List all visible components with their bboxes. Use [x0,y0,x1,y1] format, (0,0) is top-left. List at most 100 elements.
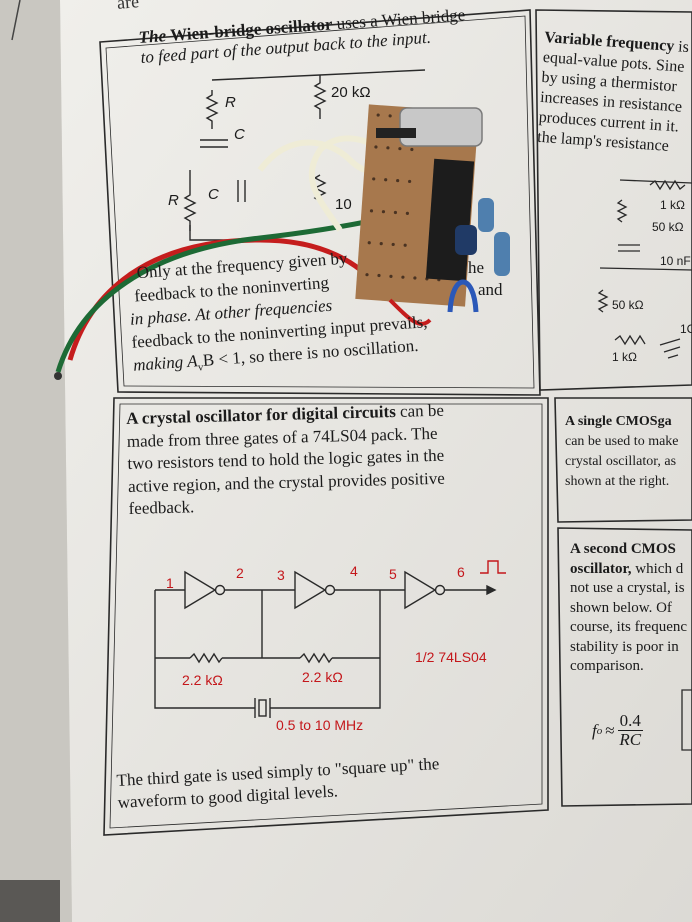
page-top-fragment: are [116,0,140,13]
single-cmos-title: A single CMOS [565,414,658,429]
pin-2: 2 [236,565,244,581]
formula-numerator: 0.4 [617,711,643,731]
wien-r-label: R [225,94,236,111]
resistor-r1 [189,652,223,664]
crystal-title-suffix: can be [399,400,445,421]
wien-prefix: The [138,26,167,47]
single-cmos-title-partial: ga [657,414,672,429]
variable-label-1c: 1C [680,322,692,336]
wien-r2-label: R [168,192,179,209]
resistor-blue-2 [494,232,510,276]
wien-schematic [183,69,426,241]
wien-panel-inner [105,15,535,389]
crystal-panel-border [103,397,549,836]
second-cmos-line-4: stability is poor in [570,638,679,655]
breadboard-photo [54,104,510,380]
wien-resistor-r2 [183,170,197,231]
wien-resistor-r [205,90,219,129]
variable-panel-border [535,9,692,391]
ic-chip [425,158,475,282]
r1-label: 2.2 kΩ [182,672,223,688]
variable-label-10nf: 10 nF [660,254,691,268]
crystal-schematic [154,560,506,718]
second-cmos-line-2: shown below. Of [570,599,672,616]
var-ground [659,338,681,359]
wien-c2-label: C [208,186,219,203]
crystal-panel-inner [109,403,543,829]
wien-he-fragment: he [468,258,485,277]
second-cmos-title-2: oscillator, [570,560,632,577]
red-wire-tail [388,298,432,326]
header-pins [376,128,416,138]
chip-label: 1/2 74LS04 [415,649,487,665]
feedback-left [154,590,255,709]
single-cmos-panel-border [554,397,692,523]
second-cmos-schematic [681,689,692,751]
second-cmos-line-5: comparison. [570,658,644,674]
white-wire-2[interactable] [308,135,383,232]
pin-3: 3 [277,567,285,583]
single-cmos-line-2: crystal oscillator, as [565,454,677,469]
single-cmos-block: A single CMOSga can be used to make crys… [565,412,679,492]
page-surface [60,0,692,922]
second-cmos-line-3: course, its frequenc [570,619,688,635]
page-shadow-left [0,0,72,922]
left-fold-line [11,0,21,41]
wien-resistor-20k [313,75,327,119]
variable-is: is [677,38,690,57]
variable-schematic [597,179,692,359]
second-cmos-block: A second CMOS oscillator, which d not us… [570,540,687,677]
feedback-right [270,590,381,709]
second-cmos-title-1: A second CMOS [570,541,676,557]
single-cmos-line-3: shown at the right. [565,474,670,489]
resistor-blue-1 [478,198,494,232]
single-cmos-title-line: A single CMOSga [565,412,679,432]
crystal-text: A crystal oscillator for digital circuit… [126,400,447,521]
formula-fraction: 0.4 RC [617,711,643,749]
wien-10-label: 10 [335,196,352,213]
second-cmos-line-1: not use a crystal, is [570,580,685,596]
var-resistor-1k [649,179,686,191]
second-cmos-wire [681,689,692,751]
green-wire-tip [54,372,62,380]
second-cmos-title-line-2: oscillator, which d [570,560,687,580]
second-cmos-panel-border [557,527,692,807]
wien-panel-border [99,9,541,396]
square-wave-symbol [480,560,506,574]
bottom-dark-edge [0,880,60,922]
crystal-body [258,699,267,717]
wien-and-fragment: and [478,280,503,299]
var-pot-50k-2 [597,289,609,313]
var-resistor-1k-2 [614,334,646,346]
pin-6: 6 [457,564,465,580]
electrolytic-cap [455,225,477,255]
pin-5: 5 [389,566,397,582]
formula-approx: ≈ [605,720,615,740]
r2-label: 2.2 kΩ [302,669,343,685]
wien-body: Only at the frequency given by feedback … [126,241,430,384]
crystal-can [399,107,483,147]
inverter-bubble-2 [324,584,336,596]
formula-sub: o [596,724,603,737]
pin-1: 1 [166,575,174,591]
wien-20k-label: 20 kΩ [331,84,371,101]
freq-label: 0.5 to 10 MHz [276,717,364,733]
wien-c-label: C [234,126,245,143]
output-arrow[interactable] [486,584,497,596]
blue-jumper[interactable] [447,279,479,313]
resistor-r2 [299,652,333,664]
formula-f: f [592,720,597,740]
var-pot-50k [616,199,628,223]
variable-label-1k-2: 1 kΩ [612,350,637,364]
variable-label-50k-2: 50 kΩ [612,298,644,312]
inverter-bubble-3 [434,584,446,596]
inverter-bubble-1 [214,584,226,596]
second-cmos-title-suffix: which d [635,560,684,577]
formula-denominator: RC [619,730,642,749]
variable-block: Variable frequency is equal-value pots. … [537,28,690,158]
single-cmos-line-1: can be used to make [565,434,679,449]
variable-label-50k: 50 kΩ [652,220,684,234]
